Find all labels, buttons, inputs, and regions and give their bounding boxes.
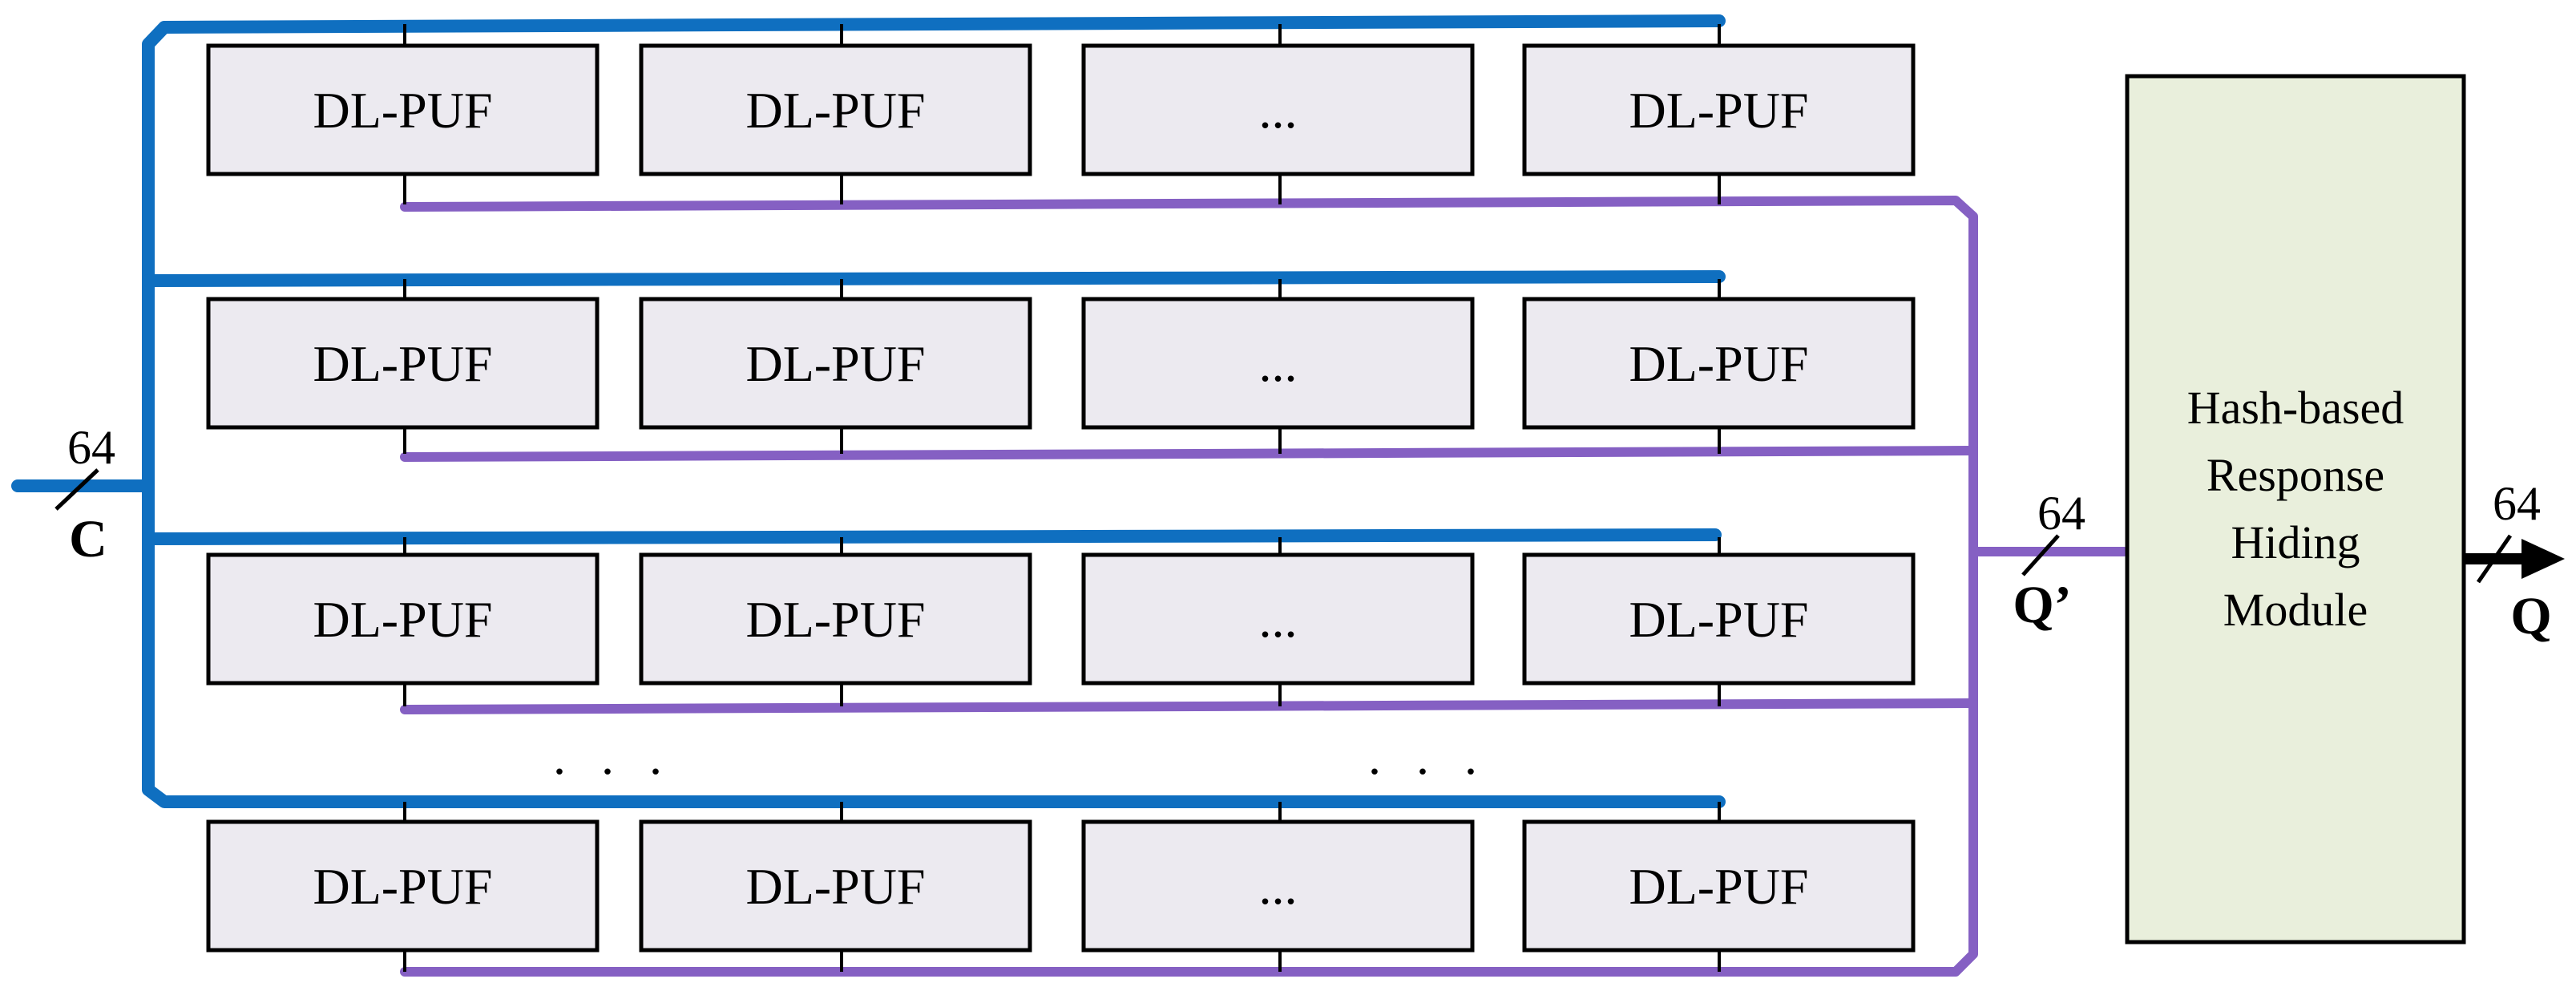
puf-cell-box [639, 43, 1032, 176]
puf-cell: DL-PUF [206, 819, 600, 953]
puf-cell-label: DL-PUF [745, 82, 925, 139]
puf-cell-box [206, 552, 600, 686]
puf-taps [403, 24, 1721, 972]
puf-cell: DL-PUF [639, 297, 1032, 430]
hash-module-line-2: Response [2207, 449, 2384, 501]
input-name-label: C [69, 510, 107, 568]
puf-cell-ellipsis: ... [1081, 297, 1475, 430]
puf-cell: DL-PUF [639, 43, 1032, 176]
response-bus-trunk [400, 196, 1978, 977]
puf-cell-label: DL-PUF [1629, 335, 1808, 392]
puf-cell-label: ... [1259, 858, 1298, 915]
output-width-label: 64 [2493, 477, 2541, 530]
puf-cell: DL-PUF [1522, 297, 1916, 430]
puf-cell-box [1081, 297, 1475, 430]
response-bus-branch-row3 [400, 698, 1978, 714]
puf-cell-label: ... [1259, 82, 1298, 139]
hash-module-box [2125, 74, 2466, 945]
puf-cell-box [206, 297, 600, 430]
puf-cell-box [1081, 43, 1475, 176]
puf-cell-label: DL-PUF [1629, 591, 1808, 648]
puf-cell-box [1522, 297, 1916, 430]
intermediate-name-label: Q’ [2013, 576, 2071, 634]
output-arrowhead [2521, 539, 2565, 579]
response-bus-branch-row2 [400, 446, 1978, 462]
puf-cell-label: DL-PUF [313, 82, 492, 139]
response-bus [400, 196, 2129, 977]
challenge-bus-branch-row3 [142, 528, 1722, 545]
puf-cell: DL-PUF [1522, 552, 1916, 686]
puf-cell-label: DL-PUF [313, 335, 492, 392]
puf-cell-box [639, 819, 1032, 953]
puf-cell-label: DL-PUF [313, 858, 492, 915]
puf-cell-ellipsis: ... [1081, 43, 1475, 176]
hash-module-line-4: Module [2223, 584, 2368, 636]
puf-cell-label: DL-PUF [1629, 82, 1808, 139]
row-gap-dots-left: . . . [553, 728, 673, 785]
intermediate-slash [2021, 534, 2060, 576]
puf-cell: DL-PUF [639, 552, 1032, 686]
puf-cell-box [639, 297, 1032, 430]
output-name-label: Q [2510, 587, 2551, 645]
hash-module-line-1: Hash-based [2187, 382, 2404, 434]
puf-cell-box [1081, 819, 1475, 953]
puf-cell-ellipsis: ... [1081, 819, 1475, 953]
challenge-bus-branch-row2 [142, 270, 1726, 287]
challenge-bus [11, 14, 1726, 808]
puf-cell: DL-PUF [206, 297, 600, 430]
input-slash [55, 468, 99, 511]
puf-cell: DL-PUF [1522, 819, 1916, 953]
row-gap-dots-right: . . . [1368, 728, 1488, 785]
output-slash [2476, 534, 2513, 584]
puf-array: DL-PUF DL-PUF... DL-PUF DL-PUF DL-PUF... DL-P… [206, 43, 1916, 953]
puf-cell-box [639, 552, 1032, 686]
challenge-bus-trunk [142, 14, 1726, 808]
puf-cell-box [1522, 819, 1916, 953]
puf-cell-box [206, 819, 600, 953]
puf-cell-label: ... [1259, 335, 1298, 392]
puf-cell-label: DL-PUF [313, 591, 492, 648]
puf-cell: DL-PUF [206, 43, 600, 176]
intermediate-width-label: 64 [2037, 487, 2085, 540]
hash-module-line-3: Hiding [2231, 516, 2360, 568]
puf-cell: DL-PUF [1522, 43, 1916, 176]
puf-cell: DL-PUF [639, 819, 1032, 953]
puf-cell-box [1522, 43, 1916, 176]
puf-cell-label: ... [1259, 591, 1298, 648]
puf-cell-box [1081, 552, 1475, 686]
puf-cell-ellipsis: ... [1081, 552, 1475, 686]
puf-cell: DL-PUF [206, 552, 600, 686]
input-width-label: 64 [67, 421, 115, 474]
puf-cell-label: DL-PUF [745, 591, 925, 648]
puf-cell-box [1522, 552, 1916, 686]
puf-cell-label: DL-PUF [745, 335, 925, 392]
puf-cell-box [206, 43, 600, 176]
puf-cell-label: DL-PUF [1629, 858, 1808, 915]
puf-cell-label: DL-PUF [745, 858, 925, 915]
